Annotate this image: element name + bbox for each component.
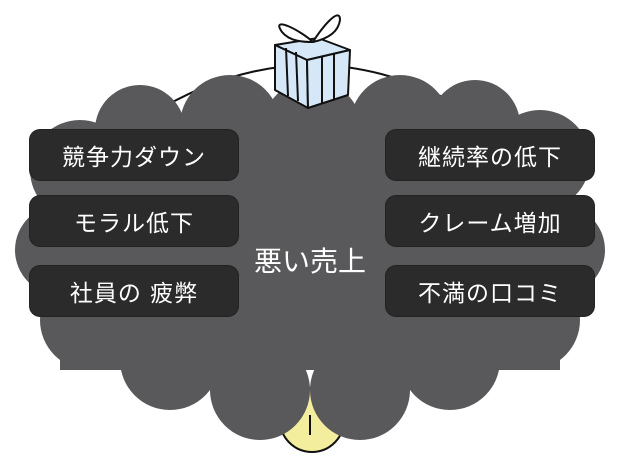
left-item-2: モラル低下	[30, 196, 238, 246]
gift-icon	[274, 14, 351, 109]
center-label: 悪い売上	[253, 245, 366, 278]
right-item-3: 不満の口コミ	[386, 266, 594, 316]
left-item-1: 競争力ダウン	[30, 130, 238, 180]
right-item-1: 継続率の低下	[386, 130, 594, 180]
right-item-2: クレーム増加	[386, 196, 594, 246]
left-item-3: 社員の 疲弊	[30, 266, 238, 316]
